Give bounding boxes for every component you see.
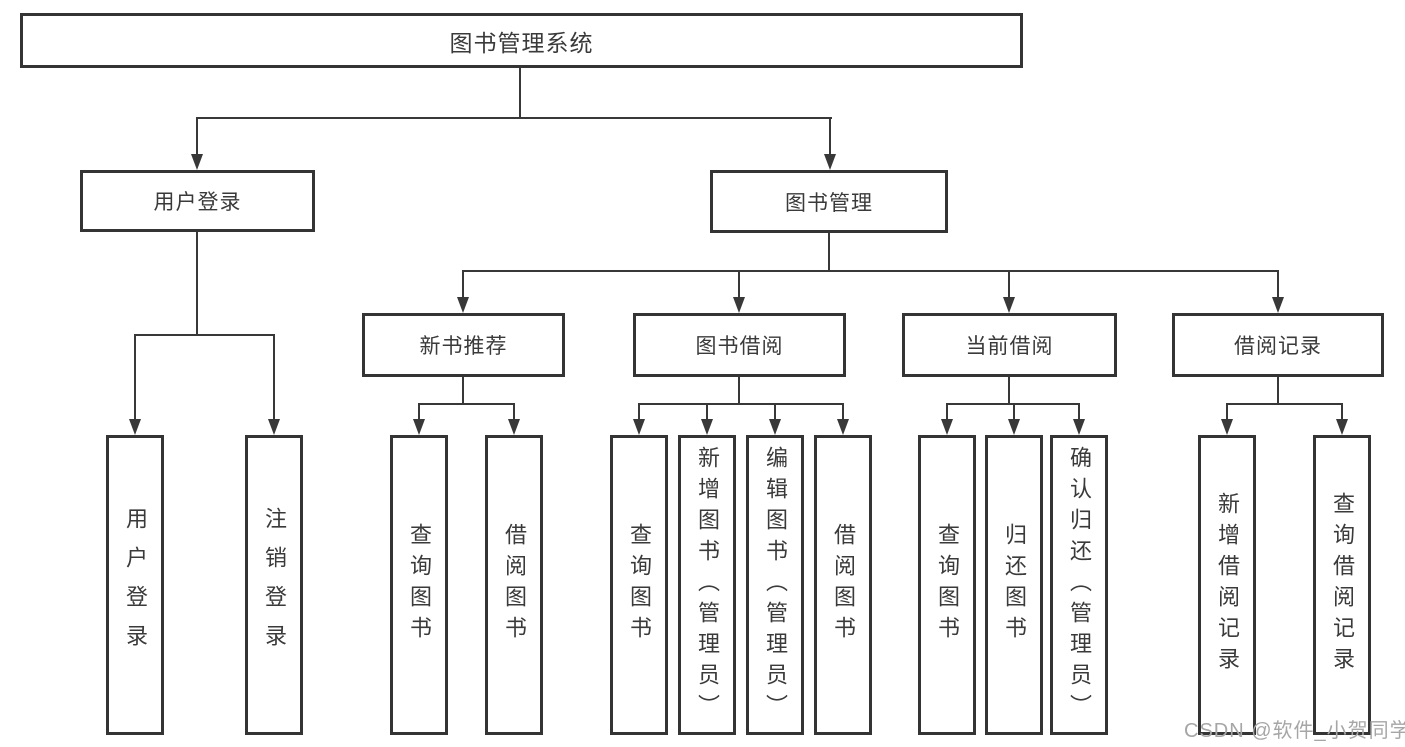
connector-line	[418, 403, 420, 420]
arrow-down-icon	[1336, 419, 1348, 435]
connector-line	[946, 403, 948, 420]
leaf-label: 借阅图书	[831, 523, 856, 647]
connector-line	[134, 334, 275, 336]
leaf-logout: 注销登录	[245, 435, 303, 735]
leaf-label: 用户登录	[123, 507, 148, 663]
connector-line	[738, 377, 740, 405]
arrow-down-icon	[633, 419, 645, 435]
connector-line	[738, 270, 740, 299]
connector-line	[1008, 270, 1010, 299]
node-label: 新书推荐	[419, 335, 508, 358]
arrow-down-icon	[1003, 297, 1015, 313]
leaf-label: 确认归还（管理员）	[1067, 445, 1092, 725]
connector-line	[1341, 403, 1343, 420]
arrow-down-icon	[1073, 419, 1085, 435]
node-current-borrowing: 当前借阅	[902, 313, 1117, 377]
connector-line	[1277, 377, 1279, 405]
leaf-label: 编辑图书（管理员）	[763, 445, 788, 725]
node-label: 图书管理	[785, 191, 873, 215]
leaf-label: 归还图书	[1002, 523, 1027, 647]
leaf-label: 新增借阅记录	[1215, 492, 1240, 678]
node-label: 图书管理系统	[449, 29, 594, 56]
arrow-down-icon	[1221, 419, 1233, 435]
connector-line	[1008, 377, 1010, 405]
connector-line	[273, 334, 275, 420]
arrow-down-icon	[191, 154, 203, 170]
leaf-add-books-admin: 新增图书（管理员）	[678, 435, 736, 735]
connector-line	[842, 403, 844, 420]
connector-line	[774, 403, 776, 420]
csdn-watermark: CSDN @软件_小贺同学	[1184, 720, 1405, 742]
leaf-label: 查询图书	[935, 523, 960, 647]
arrow-down-icon	[268, 419, 280, 435]
node-label: 借阅记录	[1234, 335, 1322, 358]
arrow-down-icon	[1272, 297, 1284, 313]
arrow-down-icon	[1008, 419, 1020, 435]
connector-line	[134, 334, 136, 420]
leaf-edit-books-admin: 编辑图书（管理员）	[746, 435, 804, 735]
leaf-query-borrow-record: 查询借阅记录	[1313, 435, 1371, 735]
arrow-down-icon	[769, 419, 781, 435]
connector-line	[519, 68, 521, 118]
connector-line	[196, 117, 198, 156]
connector-line	[638, 403, 640, 420]
leaf-label: 查询图书	[627, 523, 652, 647]
node-borrowing-records: 借阅记录	[1172, 313, 1384, 377]
node-book-management: 图书管理	[710, 170, 948, 233]
arrow-down-icon	[701, 419, 713, 435]
connector-line	[196, 232, 198, 336]
leaf-confirm-return-admin: 确认归还（管理员）	[1050, 435, 1108, 735]
leaf-label: 借阅图书	[502, 523, 527, 647]
node-label: 图书借阅	[695, 335, 784, 358]
node-library-management-system: 图书管理系统	[20, 13, 1023, 68]
leaf-query-books-current: 查询图书	[918, 435, 976, 735]
leaf-user-login: 用户登录	[106, 435, 164, 735]
connector-line	[706, 403, 708, 420]
connector-line	[1226, 403, 1228, 420]
arrow-down-icon	[824, 154, 836, 170]
arrow-down-icon	[457, 297, 469, 313]
node-user-login: 用户登录	[80, 170, 315, 232]
arrow-down-icon	[413, 419, 425, 435]
leaf-label: 注销登录	[262, 507, 287, 663]
leaf-borrow-books: 借阅图书	[814, 435, 872, 735]
leaf-label: 查询借阅记录	[1330, 492, 1355, 678]
leaf-borrow-books-recommend: 借阅图书	[485, 435, 543, 735]
leaf-return-books: 归还图书	[985, 435, 1043, 735]
leaf-query-books-recommend: 查询图书	[390, 435, 448, 735]
node-label: 用户登录	[153, 191, 242, 214]
node-label: 当前借阅	[965, 335, 1054, 358]
leaf-label: 新增图书（管理员）	[695, 445, 720, 725]
connector-line	[1078, 403, 1080, 420]
connector-line	[418, 403, 515, 405]
connector-line	[462, 377, 464, 405]
leaf-add-borrow-record: 新增借阅记录	[1198, 435, 1256, 735]
connector-line	[829, 117, 831, 156]
connector-line	[1013, 403, 1015, 420]
connector-line	[1226, 403, 1343, 405]
arrow-down-icon	[129, 419, 141, 435]
arrow-down-icon	[837, 419, 849, 435]
connector-line	[196, 117, 832, 119]
arrow-down-icon	[733, 297, 745, 313]
connector-line	[828, 233, 830, 272]
arrow-down-icon	[508, 419, 520, 435]
connector-line	[462, 270, 464, 299]
leaf-label: 查询图书	[407, 523, 432, 647]
arrow-down-icon	[941, 419, 953, 435]
connector-line	[638, 403, 844, 405]
connector-line	[513, 403, 515, 420]
node-new-book-recommendation: 新书推荐	[362, 313, 565, 377]
node-book-borrowing: 图书借阅	[633, 313, 846, 377]
connector-line	[462, 270, 1279, 272]
leaf-query-books-borrowing: 查询图书	[610, 435, 668, 735]
connector-line	[1277, 270, 1279, 299]
